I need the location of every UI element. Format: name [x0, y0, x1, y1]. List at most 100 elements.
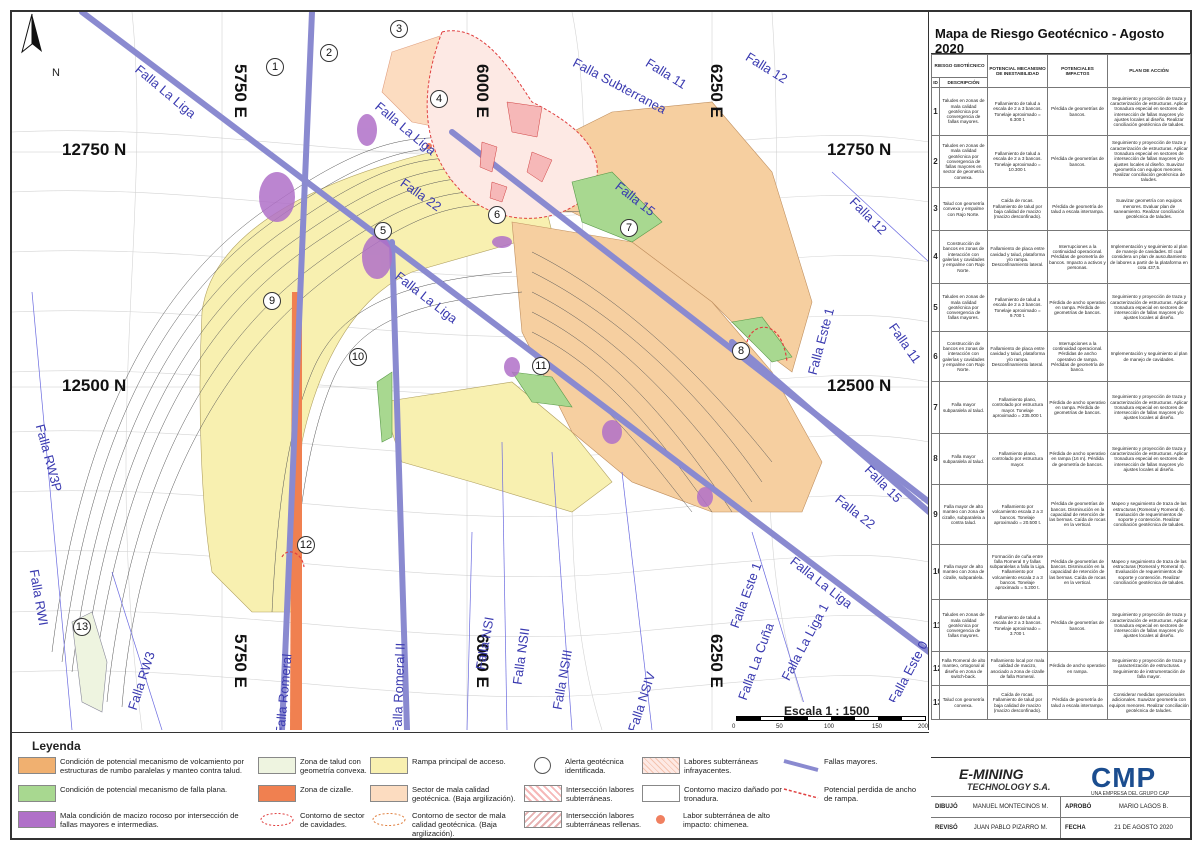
legend-text: Intersección labores subterráneas. — [566, 785, 634, 804]
poor-quality-contour-icon — [372, 813, 406, 826]
alert-zone-6[interactable]: 6 — [488, 206, 506, 224]
table-cell-id: 6 — [931, 331, 940, 382]
ramp-swatch — [370, 757, 408, 774]
table-cell-id: 7 — [931, 381, 940, 434]
table-cell-desc: Falla mayor subparalela al talud. — [939, 381, 988, 434]
table-cell-mec: Caída de rocas. Fallamiento de talud por… — [987, 685, 1048, 720]
legend-item-alto-impacto: Labor subterránea de alto impacto: chime… — [642, 811, 782, 829]
legend-item-labores-infra: Labores subterráneas infrayacentes. — [642, 757, 782, 775]
table-cell-desc: Taludes en zonas de mala calidad geotécn… — [939, 599, 988, 652]
table-cell-imp: Interrupciones a la continuidad operacio… — [1047, 230, 1108, 284]
alert-zone-9[interactable]: 9 — [263, 292, 281, 310]
legend-text: Contorno de sector de cavidades. — [300, 811, 365, 830]
table-cell-imp: Pérdida de ancho operativo en rampa. Pér… — [1047, 283, 1108, 332]
table-cell-mec: Fallamiento de talud a escala de 2 a 3 b… — [987, 135, 1048, 188]
alert-zone-3[interactable]: 3 — [390, 20, 408, 38]
north-label: N — [52, 67, 60, 79]
table-cell-plan: Seguimiento y proyección de traza y cara… — [1107, 283, 1191, 332]
legend-item-contorno-mala: Contorno de sector de mala calidad geoté… — [370, 811, 520, 838]
planar-zone-7[interactable] — [571, 171, 663, 243]
legend-text: Contorno macizo dañado por tronadura. — [684, 785, 782, 804]
scale-ticks: 0 50 100 150 200m — [732, 710, 928, 730]
table-cell-imp: Pérdida de geometrías de bancos. — [1047, 135, 1108, 188]
aprobo-key: APROBÓ — [1065, 804, 1092, 810]
table-row: 10Falla mayor de alto manteo con zona de… — [931, 544, 1191, 600]
emining-sub: TECHNOLOGY S.A. — [967, 782, 1051, 792]
table-cell-mec: Fallamiento plano, controlado por estruc… — [987, 381, 1048, 434]
major-faults[interactable] — [79, 12, 929, 730]
table-cell-desc: Falla mayor de alto manteo con zona de c… — [939, 544, 988, 600]
fecha-value: 21 DE AGOSTO 2020 — [1114, 825, 1173, 831]
alert-zone-7[interactable]: 7 — [620, 219, 638, 237]
convex-zone-13[interactable] — [71, 611, 108, 713]
alert-zone-11[interactable]: 11 — [532, 357, 550, 375]
ramp-zone-lower[interactable] — [381, 381, 613, 513]
legend-text: Labor subterránea de alto impacto: chime… — [683, 811, 770, 830]
planar-zone-11[interactable] — [511, 371, 573, 408]
legend-title: Leyenda — [32, 739, 81, 753]
table-cell-desc: Construcción de bancos en zonas de inter… — [939, 331, 988, 382]
table-cell-imp: Interrupciones a la continuidad operacio… — [1047, 331, 1108, 382]
table-cell-desc: Talud con geometría convexa. — [939, 685, 988, 720]
alert-zone-4[interactable]: 4 — [430, 90, 448, 108]
header-mecanismo: POTENCIAL MECANISMO DE INESTABILIDAD — [987, 54, 1048, 88]
scale-tick: 150 — [872, 724, 883, 730]
dibujo-value: MANUEL MONTECINOS M. — [961, 797, 1061, 817]
table-row: 13Talud con geometría convexa.Caída de r… — [931, 685, 1191, 720]
filled-intersection-swatch — [524, 811, 562, 828]
planar-zone-10[interactable] — [376, 371, 393, 443]
emining-name: E-MINING — [959, 766, 1024, 782]
header-id: ID — [931, 77, 940, 88]
alert-zone-2[interactable]: 2 — [320, 44, 338, 62]
legend-item-alerta: Alerta geotécnica identificada. — [524, 757, 644, 775]
legend-text: Zona de talud con geometría convexa. — [300, 757, 367, 776]
table-cell-mec: Fallamiento de talud a escala de 2 a 3 b… — [987, 283, 1048, 332]
shear-swatch — [258, 785, 296, 802]
alert-zone-10[interactable]: 10 — [349, 348, 367, 366]
table-cell-mec: Fallamiento de talud a escala de 2 a 3 b… — [987, 87, 1048, 136]
table-cell-id: 11 — [931, 599, 940, 652]
chimney-marker[interactable] — [426, 143, 432, 149]
alert-zone-5[interactable]: 5 — [374, 222, 392, 240]
alert-zone-12[interactable]: 12 — [297, 536, 315, 554]
cmp-logo: CMP UNA EMPRESA DEL GRUPO CAP — [1091, 762, 1169, 797]
ramp-loss-8[interactable] — [746, 326, 788, 363]
fault-label-romeral-ii: Falla Romeral II — [389, 642, 408, 730]
poor-quality-swatch — [370, 785, 408, 802]
table-cell-plan: Seguimiento y proyección de traza y cara… — [1107, 433, 1191, 485]
ramp-loss-12[interactable] — [281, 551, 305, 568]
alert-zone-8[interactable]: 8 — [732, 342, 750, 360]
table-cell-plan: Implementación y seguimiento al plan de … — [1107, 331, 1191, 382]
table-cell-id: 12 — [931, 651, 940, 686]
table-cell-imp: Pérdida de ancho operativo en rampa (16 … — [1047, 433, 1108, 485]
table-cell-plan: Seguimiento y proyección de traza y cara… — [1107, 135, 1191, 188]
rock-mass-intersections[interactable] — [259, 114, 713, 507]
table-cell-id: 5 — [931, 283, 940, 332]
scale-tick: 100 — [824, 724, 835, 730]
cmp-name: CMP — [1091, 762, 1157, 793]
table-cell-plan: Mapeo y seguimiento de traza de las estr… — [1107, 544, 1191, 600]
coord-5750e-bot: 5750 E — [231, 634, 250, 688]
legend-item-convexa: Zona de talud con geometría convexa. — [258, 757, 368, 775]
table-cell-id: 4 — [931, 230, 940, 284]
legend: Leyenda Condición de potencial mecanismo… — [12, 732, 929, 838]
geotechnical-map[interactable]: N 5750 E 6000 E 6250 E 5750 E 6000 E 625… — [12, 12, 929, 730]
coord-12500n-right: 12500 N — [827, 376, 892, 395]
alert-zone-13[interactable]: 13 — [73, 618, 91, 636]
coord-5750e-top: 5750 E — [231, 64, 250, 118]
header-descripcion: DESCRIPCIÓN — [939, 77, 988, 88]
alert-zone-1[interactable]: 1 — [266, 58, 284, 76]
table-cell-desc: Falla mayor subparalela al talud. — [939, 433, 988, 485]
legend-item-perdida-rampa: Potencial perdida de ancho de rampa. — [782, 785, 922, 803]
convex-swatch — [258, 757, 296, 774]
legend-text: Rampa principal de acceso. — [412, 757, 506, 766]
cavity-contour-icon — [260, 813, 294, 826]
planar-zone-8[interactable] — [731, 316, 793, 363]
legend-text: Contorno de sector de mala calidad geoté… — [412, 811, 506, 839]
signature-row-1: DIBUJÓ MANUEL MONTECINOS M. APROBÓ MARIO… — [931, 796, 1190, 817]
